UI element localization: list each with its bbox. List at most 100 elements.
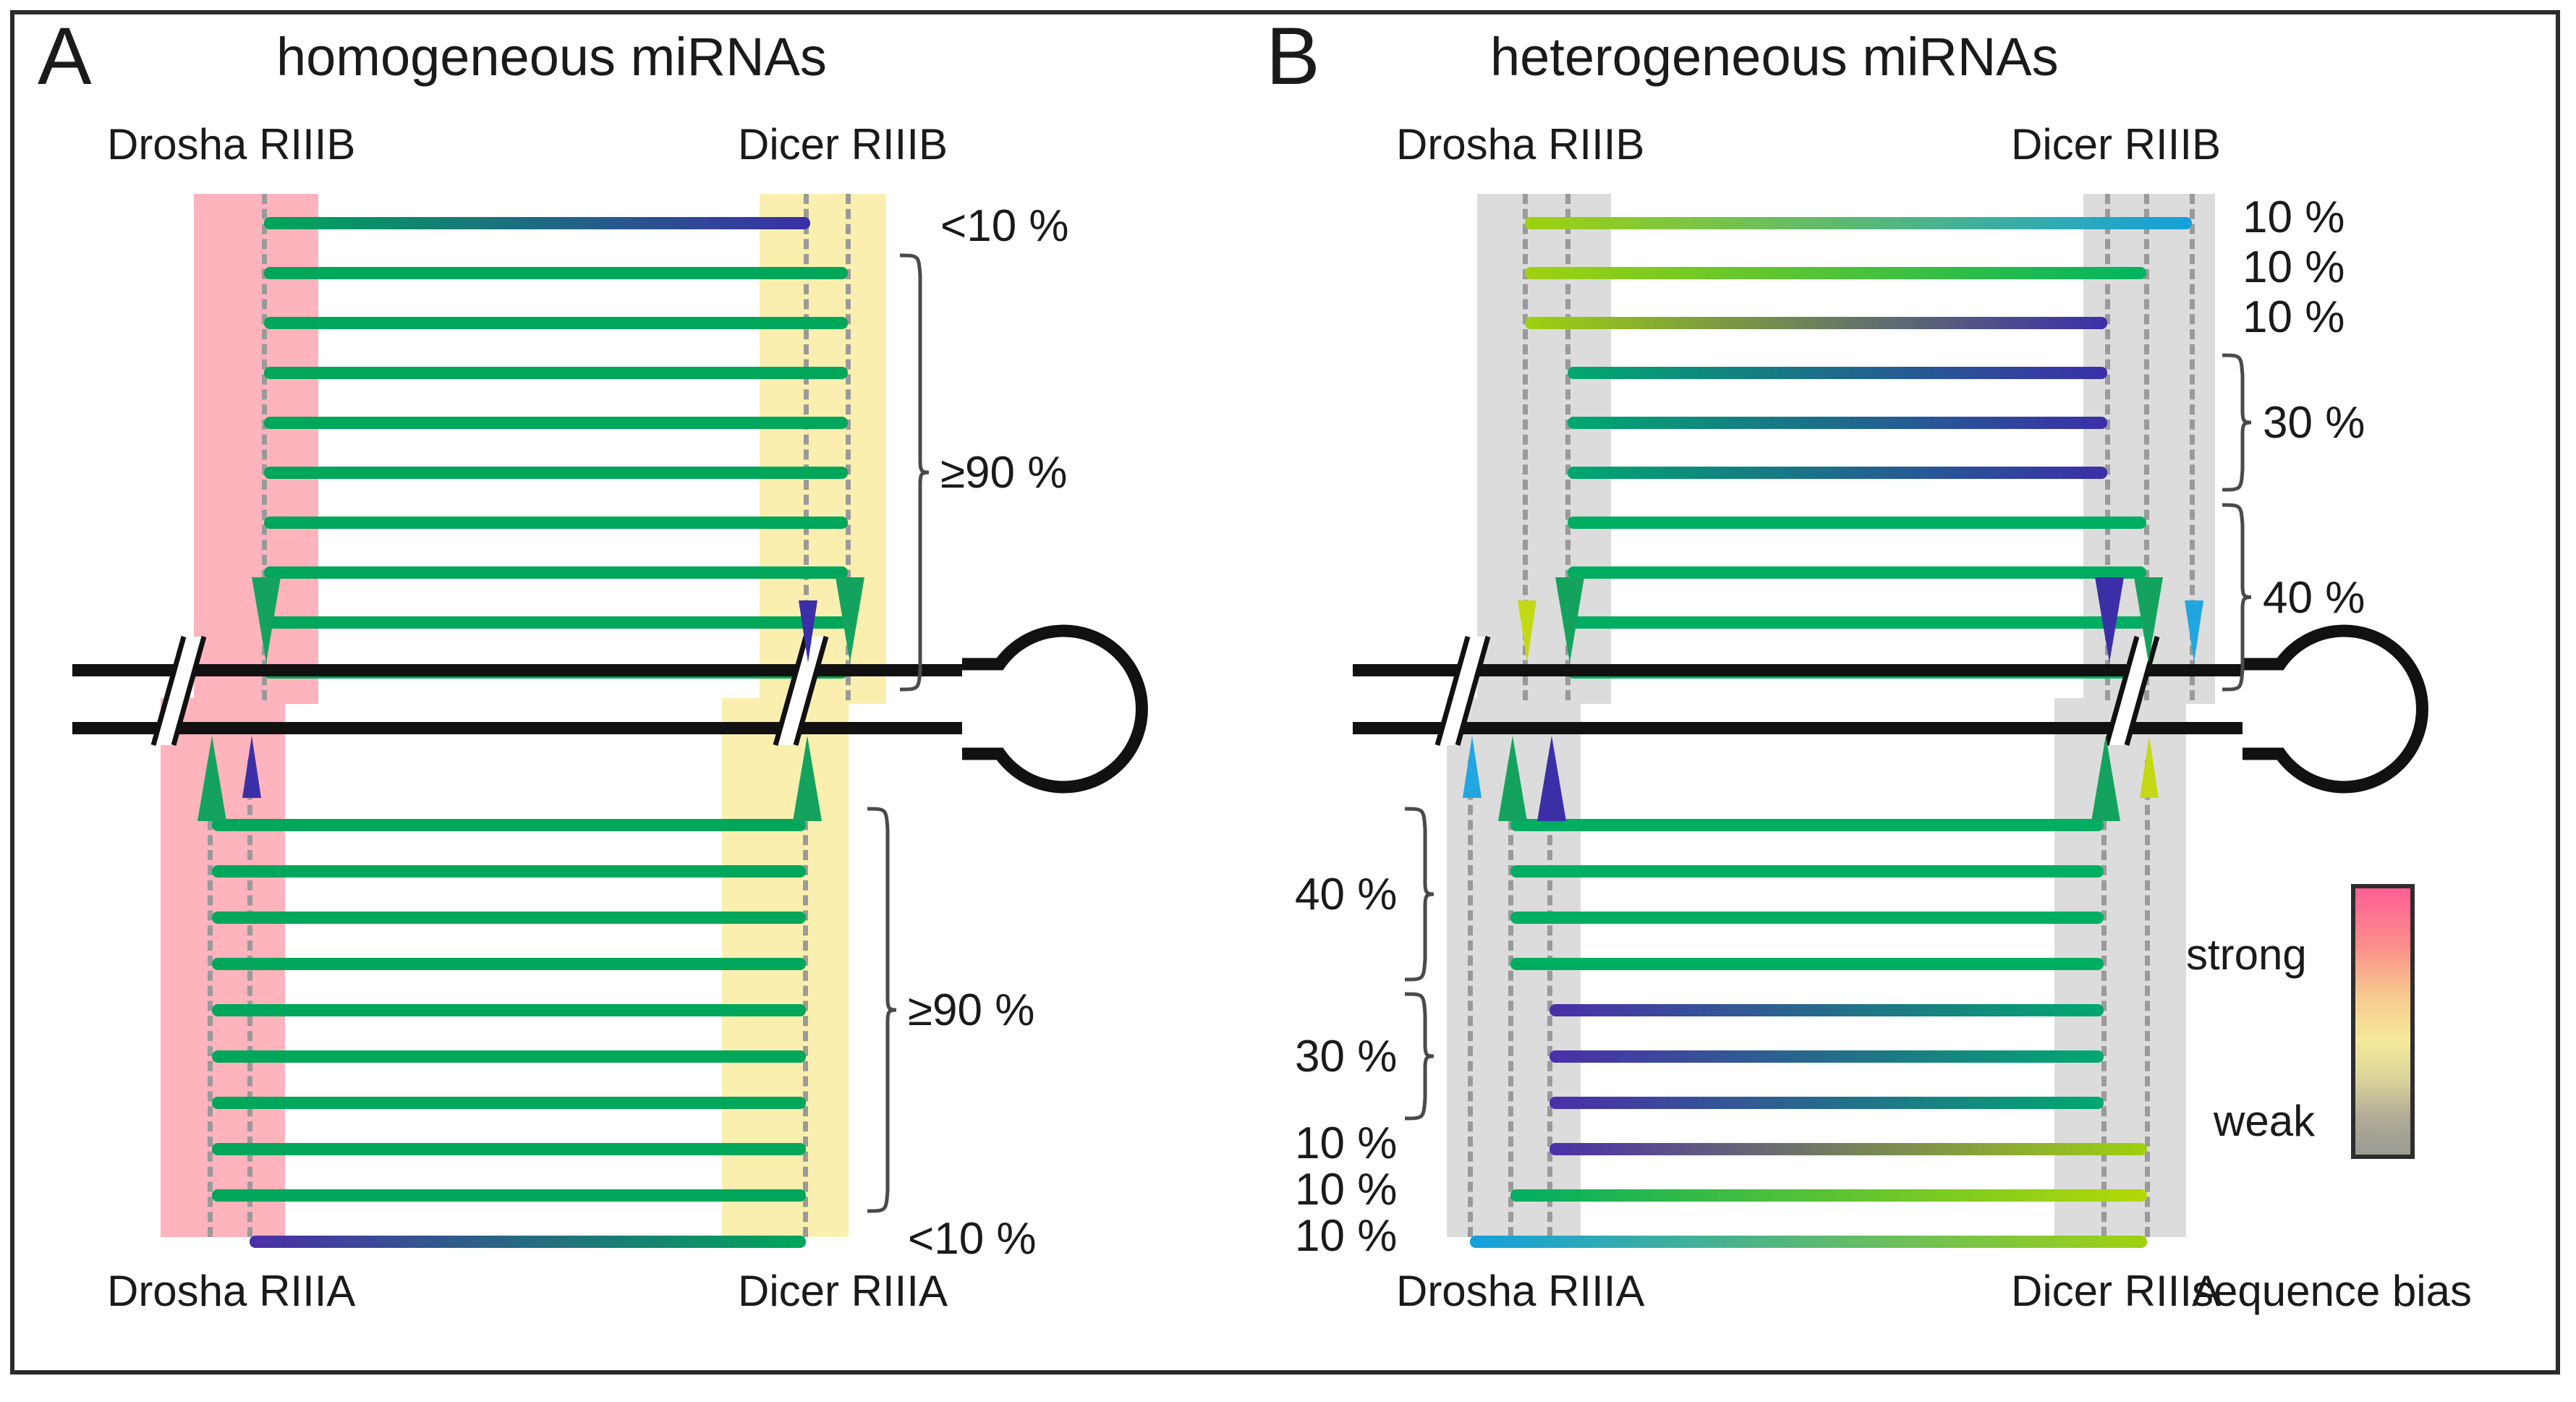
rna-read-panelB-bottom-4: [1550, 1004, 2104, 1016]
panel-a-top-pct-1-bracket: [899, 253, 930, 692]
panel-b-dicer-riiib-label: Dicer RIIIB: [2011, 120, 2222, 169]
panel-a-strand-bottom: [72, 722, 962, 734]
panel-b-letter: B: [1266, 11, 1320, 101]
panel-a-bottom-pct-1: <10 %: [908, 1214, 1037, 1264]
panel-b-break-left: [1434, 636, 1491, 746]
rna-read-panelB-bottom-0: [1510, 819, 2104, 831]
panel-b-cut-dash-drosha-b2: [1565, 194, 1570, 700]
cut-arrow-down-panelA-0: [252, 577, 281, 663]
panel-b-top-pct-40-bracket: [2222, 503, 2252, 692]
rna-read-panelA-top-0: [264, 217, 810, 229]
rna-read-panelA-bottom-6: [212, 1097, 806, 1109]
panel-b-bottom-pct-40-bracket: [1404, 807, 1434, 982]
panel-b-cut-dash-dicer-b3: [2190, 194, 2195, 700]
colorbar-caption: sequence bias: [2192, 1267, 2472, 1315]
panel-b-bottom-pct-30-bracket: [1404, 992, 1434, 1121]
rna-read-panelA-top-6: [264, 517, 848, 529]
panel-a-strand-top: [72, 664, 962, 676]
panel-b-top-pct-30-label: 30 %: [2263, 398, 2365, 448]
cut-arrow-down-panelB-0: [1518, 600, 1536, 663]
cut-arrow-up-panelB-4: [2140, 736, 2159, 798]
rna-read-panelA-bottom-0: [212, 819, 806, 831]
cut-arrow-up-panelA-0: [197, 736, 226, 821]
panel-b-hairpin-loop: [2243, 624, 2428, 794]
rna-read-panelA-top-7: [264, 566, 848, 579]
rna-read-panelA-bottom-1: [212, 865, 806, 878]
panel-b-top-pct-row-0: 10 %: [2243, 192, 2345, 242]
rna-read-panelB-top-5: [1568, 467, 2107, 479]
rna-read-panelB-top-7: [1568, 566, 2146, 579]
colorbar-weak-label: weak: [2214, 1097, 2316, 1145]
panel-b-drosha-riiib-label: Drosha RIIIB: [1396, 120, 1645, 169]
panel-b-bottom-pct-30-label: 30 %: [1295, 1032, 1398, 1082]
panel-b-bottom-pct-row-1: 10 %: [1295, 1165, 1398, 1215]
panel-a-cut-dash-drosha-a1: [208, 760, 213, 1237]
cut-arrow-down-panelB-2: [2095, 577, 2124, 663]
cut-arrow-down-panelB-3: [2134, 577, 2163, 663]
panel-a-drosha-riiib-label: Drosha RIIIB: [107, 120, 356, 169]
rna-read-panelA-bottom-2: [212, 912, 806, 924]
rna-read-panelA-bottom-3: [212, 958, 806, 970]
colorbar: [2351, 884, 2415, 1159]
panel-a-cut-dash-dicer-b2: [846, 194, 851, 700]
rna-read-panelB-bottom-8: [1510, 1189, 2147, 1202]
panel-b-strand-bottom: [1353, 722, 2243, 734]
cut-arrow-up-panelB-0: [1463, 736, 1482, 798]
cut-arrow-down-panelB-4: [2185, 600, 2203, 663]
panel-b-bottom-pct-40-label: 40 %: [1295, 870, 1398, 919]
cut-arrow-down-panelB-1: [1555, 577, 1584, 663]
panel-a-drosha-riiia-label: Drosha RIIIA: [107, 1267, 356, 1315]
rna-read-panelB-bottom-6: [1550, 1097, 2104, 1109]
rna-read-panelB-top-4: [1568, 417, 2107, 429]
cut-arrow-up-panelA-1: [242, 736, 261, 798]
colorbar-strong-label: strong: [2186, 930, 2307, 979]
rna-read-panelB-top-1: [1525, 267, 2146, 279]
panel-b-cut-dash-dicer-a2: [2145, 760, 2150, 1237]
cut-arrow-up-panelA-2: [793, 736, 822, 821]
panel-a-hairpin-loop: [962, 624, 1148, 794]
rna-read-panelB-top-2: [1525, 317, 2107, 329]
rna-read-panelB-bottom-7: [1550, 1143, 2147, 1155]
panel-a-cut-dash-dicer-b1: [804, 194, 809, 700]
panel-b-cut-dash-dicer-a1: [2101, 760, 2107, 1237]
rna-read-panelA-top-4: [264, 417, 848, 429]
panel-b-dicer-riiia-label: Dicer RIIIA: [2011, 1267, 2222, 1315]
panel-b-top-pct-row-2: 10 %: [2243, 292, 2345, 342]
panel-a-title: homogeneous miRNAs: [276, 27, 827, 87]
rna-read-panelB-bottom-1: [1510, 865, 2104, 878]
panel-b-bottom-pct-row-2: 10 %: [1295, 1211, 1398, 1261]
rna-read-panelA-bottom-7: [212, 1143, 806, 1155]
panel-b-strand-top: [1353, 664, 2243, 676]
rna-read-panelA-top-8: [264, 616, 848, 629]
cut-arrow-up-panelB-2: [1537, 736, 1566, 821]
panel-b-drosha-riiia-label: Drosha RIIIA: [1396, 1267, 1645, 1315]
rna-read-panelA-top-5: [264, 467, 848, 479]
rna-read-panelB-top-6: [1568, 517, 2146, 529]
panel-b-cut-dash-dicer-b2: [2144, 194, 2149, 700]
panel-b-cut-dash-dicer-b1: [2105, 194, 2110, 700]
panel-b-cut-dash-drosha-a1: [1468, 760, 1473, 1237]
panel-a-bottom-pct-0-bracket: [867, 807, 897, 1213]
panel-b-top-pct-30-bracket: [2222, 353, 2252, 492]
panel-a-cut-dash-drosha-a2: [247, 760, 252, 1237]
rna-read-panelB-bottom-9: [1470, 1236, 2147, 1248]
panel-a-top-pct-1-label: ≥90 %: [940, 448, 1068, 498]
panel-a-bottom-pct-0-label: ≥90 %: [908, 985, 1035, 1035]
rna-read-panelB-top-8: [1568, 616, 2146, 629]
panel-b-top-pct-40-label: 40 %: [2263, 572, 2365, 623]
panel-b-title: heterogeneous miRNAs: [1490, 27, 2059, 87]
rna-read-panelB-bottom-5: [1550, 1050, 2104, 1063]
rna-read-panelA-bottom-5: [212, 1050, 806, 1063]
panel-a-letter: A: [38, 11, 92, 101]
panel-a-dicer-riiia-label: Dicer RIIIA: [738, 1267, 948, 1315]
panel-a-cut-dash-dicer-a: [803, 760, 808, 1237]
panel-b-cut-dash-drosha-a3: [1547, 760, 1552, 1237]
panel-b-cut-dash-drosha-a2: [1508, 760, 1513, 1237]
panel-b-break-right: [2104, 636, 2160, 746]
rna-read-panelA-bottom-4: [212, 1004, 806, 1016]
rna-read-panelB-bottom-2: [1510, 912, 2104, 924]
panel-b-cut-dash-drosha-b1: [1523, 194, 1528, 700]
cut-arrow-down-panelA-1: [799, 600, 817, 663]
panel-a-break-left: [150, 636, 207, 746]
